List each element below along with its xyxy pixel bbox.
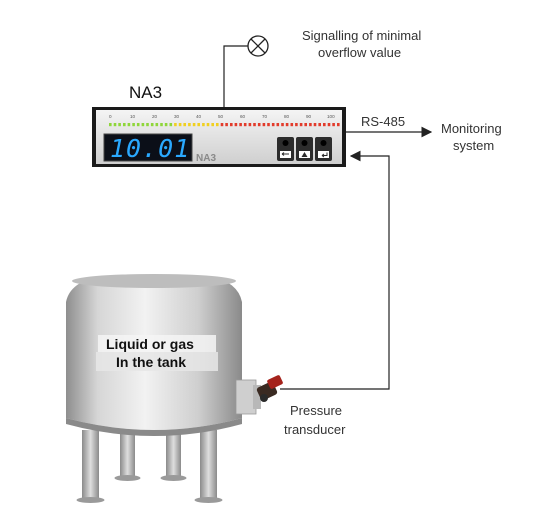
led-segment xyxy=(248,123,252,127)
led-segment xyxy=(271,123,275,127)
led-segment xyxy=(206,123,210,127)
led-segment xyxy=(257,123,261,127)
led-segment xyxy=(253,123,256,127)
device-name: NA3 xyxy=(129,83,162,102)
scale-tick: 0 xyxy=(109,114,112,119)
lamp-icon xyxy=(247,35,269,57)
led-segment xyxy=(239,123,242,127)
tank: Liquid or gas In the tank xyxy=(66,274,261,503)
scale-tick: 30 xyxy=(174,114,180,119)
led-segment xyxy=(327,123,331,127)
tank-leg xyxy=(200,430,217,500)
led-segment xyxy=(267,123,270,127)
led-segment xyxy=(132,123,135,127)
scale-tick: 100 xyxy=(327,114,335,119)
led-segment xyxy=(127,123,131,127)
led-segment xyxy=(332,123,335,127)
led-segment xyxy=(230,123,233,127)
meter-panel: 0 10 20 30 40 50 60 70 80 90 100 10.01 N… xyxy=(92,107,346,167)
led-segment xyxy=(202,123,205,127)
monitoring-label-line2: system xyxy=(453,138,494,153)
led-segment xyxy=(225,123,228,127)
led-segment xyxy=(146,123,149,127)
led-segment xyxy=(150,123,154,127)
transducer-signal-arrow xyxy=(280,150,390,390)
scale-tick: 20 xyxy=(152,114,158,119)
rs485-label: RS-485 xyxy=(361,114,405,129)
led-segment xyxy=(216,123,219,127)
led-segment xyxy=(136,123,140,127)
led-bargraph xyxy=(109,123,340,127)
monitoring-label-line1: Monitoring xyxy=(441,121,502,136)
led-segment xyxy=(188,123,191,127)
tank-leg xyxy=(120,430,135,478)
tank-label-line1: Liquid or gas xyxy=(106,336,194,352)
led-segment xyxy=(113,123,117,127)
scale-tick: 80 xyxy=(284,114,290,119)
led-segment xyxy=(220,123,224,127)
button-enter[interactable] xyxy=(315,137,332,161)
led-segment xyxy=(243,123,247,127)
led-segment xyxy=(276,123,280,127)
led-segment xyxy=(309,123,312,127)
scale-tick: 90 xyxy=(306,114,312,119)
led-segment xyxy=(197,123,200,127)
scale-tick: 40 xyxy=(196,114,202,119)
lamp-wire xyxy=(223,45,248,107)
led-segment xyxy=(174,123,177,127)
tank-label-line2: In the tank xyxy=(116,354,186,370)
led-segment xyxy=(318,123,321,127)
signal-label-line2: overflow value xyxy=(318,45,401,60)
panel-brand: NA3 xyxy=(196,153,216,164)
led-segment xyxy=(155,123,159,127)
digital-display xyxy=(103,133,193,162)
display-value: 10.01 xyxy=(110,134,190,163)
scale-tick: 60 xyxy=(240,114,246,119)
led-segment xyxy=(183,123,186,127)
led-segment xyxy=(141,123,145,127)
led-segment xyxy=(299,123,303,127)
led-segment xyxy=(178,123,182,127)
button-enter-icon xyxy=(318,151,329,158)
signal-lamp xyxy=(223,35,269,107)
led-segment xyxy=(160,123,163,127)
scale-tick: 50 xyxy=(218,114,224,119)
tank-leg xyxy=(82,430,99,500)
led-segment xyxy=(211,123,214,127)
pressure-transducer xyxy=(256,375,283,402)
led-segment xyxy=(290,123,294,127)
led-segment xyxy=(323,123,326,127)
scale-ticks: 0 10 20 30 40 50 60 70 80 90 100 xyxy=(109,114,335,119)
led-segment xyxy=(262,123,266,127)
led-segment xyxy=(169,123,173,127)
led-segment xyxy=(295,123,298,127)
led-segment xyxy=(304,123,307,127)
tank-leg xyxy=(166,430,181,478)
led-segment xyxy=(313,123,317,127)
button-up-icon xyxy=(299,151,310,158)
led-segment xyxy=(164,123,168,127)
transducer-label-line1: Pressure xyxy=(290,403,342,418)
button-up[interactable] xyxy=(296,137,313,161)
button-cycle-icon xyxy=(280,151,291,158)
scale-tick: 70 xyxy=(262,114,268,119)
signal-label-line1: Signalling of minimal xyxy=(302,28,421,43)
led-segment xyxy=(337,123,340,127)
button-cycle[interactable] xyxy=(277,137,294,161)
led-segment xyxy=(285,123,289,127)
transducer-label-line2: transducer xyxy=(284,422,346,437)
led-segment xyxy=(123,123,126,127)
scale-tick: 10 xyxy=(130,114,136,119)
led-segment xyxy=(118,123,121,127)
led-segment xyxy=(192,123,196,127)
led-segment xyxy=(281,123,284,127)
led-segment xyxy=(109,123,112,127)
led-segment xyxy=(234,123,238,127)
